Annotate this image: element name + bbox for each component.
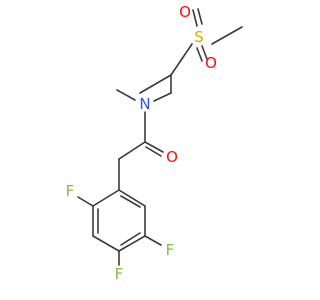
ring-bond-4	[92, 235, 120, 252]
bond-s-methyl	[211, 26, 243, 45]
bond-s-o-bottom-b	[201, 45, 208, 60]
atom-f-meta: F	[166, 241, 175, 259]
atoms-group: O S O N O F F F	[66, 3, 217, 283]
ring-bond-3	[118, 235, 146, 252]
molecule-canvas: O S O N O F F F	[65, 3, 243, 283]
bond-c-o-b	[145, 146, 162, 157]
atom-o-sulfonyl-bottom: O	[205, 54, 217, 72]
bonds-group	[77, 8, 243, 266]
atom-f-para: F	[115, 265, 124, 283]
bond-n-methyl	[116, 89, 136, 101]
ring-bond-1	[118, 189, 146, 207]
atom-n: N	[139, 95, 150, 113]
atom-f-ortho: F	[66, 182, 75, 200]
atom-o-carbonyl: O	[166, 148, 178, 166]
molecule-structure: O S O N O F F F	[66, 3, 243, 283]
bond-s-o-top-a	[192, 9, 198, 27]
bond-ring-f-meta	[144, 235, 162, 246]
bond-s-ch2	[170, 43, 193, 76]
bond-s-o-top-b	[197, 8, 203, 25]
bond-ring-f-ortho	[77, 196, 94, 207]
bond-carbonyl-ch2	[118, 141, 146, 160]
atom-s: S	[194, 28, 204, 46]
ring-bond-6	[92, 189, 120, 207]
bond-s-o-bottom-a	[196, 47, 203, 62]
ring-inner-2	[120, 232, 141, 246]
ring-inner-1	[120, 195, 141, 208]
bond-c-o-a	[144, 141, 164, 153]
bond-ch2-ch2-b	[139, 74, 172, 94]
bond-ch2-n	[153, 92, 172, 102]
atom-o-sulfonyl-top: O	[179, 3, 191, 21]
